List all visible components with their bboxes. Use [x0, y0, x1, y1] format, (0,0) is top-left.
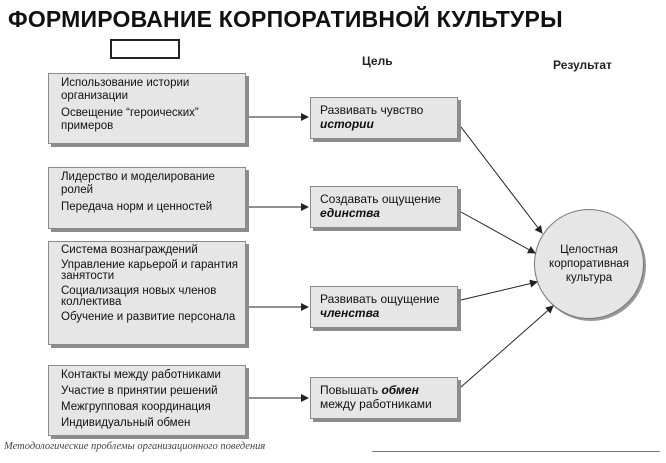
goal-emphasis: единства — [320, 206, 380, 220]
source-item: Освещение “героических” примеров — [61, 107, 199, 132]
result-circle: Целостная корпоративная культура — [534, 209, 644, 319]
goal-box-history: Развивать чувство истории — [310, 97, 458, 139]
goal-emphasis: обмен — [381, 383, 419, 397]
arrow-goal-history-to-result — [460, 126, 543, 234]
goal-box-unity: Создавать ощущение единства — [310, 186, 458, 228]
goal-text: Развивать ощущение — [320, 292, 440, 306]
source-item: Контакты между работниками — [61, 369, 221, 381]
source-item: Обучение и развитие персонала — [61, 310, 236, 323]
source-item: Межгрупповая координация — [61, 401, 211, 413]
source-item: Социализация новых членов коллектива — [61, 284, 217, 308]
result-text: Целостная корпоративная культура — [549, 244, 629, 284]
source-box-unity: Лидерство и моделирование ролей Передача… — [48, 167, 246, 229]
source-item: Передача норм и ценностей — [61, 201, 213, 213]
arrow-goal-unity-to-result — [460, 211, 536, 254]
source-item: Система вознаграждений — [61, 244, 198, 256]
goal-text: Повышать — [320, 383, 379, 397]
footer-caption: Методологические проблемы организационно… — [4, 441, 266, 452]
goal-text: между работниками — [320, 397, 432, 411]
goal-emphasis: истории — [320, 117, 374, 131]
arrow-goal-exchange-to-result — [460, 305, 554, 388]
blank-label-box — [110, 39, 180, 59]
goal-column-header: Цель — [362, 54, 393, 68]
footer-divider — [372, 451, 660, 452]
source-box-history: Использование истории организации Освеще… — [48, 73, 246, 144]
result-column-header: Результат — [553, 58, 612, 72]
source-item: Использование истории организации — [61, 77, 190, 102]
arrow-goal-membership-to-result — [460, 279, 538, 301]
goal-text: Создавать ощущение — [320, 192, 441, 206]
source-item: Лидерство и моделирование ролей — [61, 171, 215, 196]
goal-emphasis: членства — [320, 306, 380, 320]
source-box-membership: Система вознаграждений Управление карьер… — [48, 241, 246, 345]
page-title: ФОРМИРОВАНИЕ КОРПОРАТИВНОЙ КУЛЬТУРЫ — [8, 6, 563, 32]
source-box-exchange: Контакты между работниками Участие в при… — [48, 365, 246, 436]
source-item: Участие в принятии решений — [61, 385, 218, 397]
goal-box-membership: Развивать ощущение членства — [310, 286, 458, 328]
goal-text: Развивать чувство — [320, 103, 424, 117]
source-item: Индивидуальный обмен — [61, 417, 191, 429]
goal-box-exchange: Повышать обмен между работниками — [310, 377, 458, 419]
source-item: Управление карьерой и гарантия занятости — [61, 258, 239, 282]
